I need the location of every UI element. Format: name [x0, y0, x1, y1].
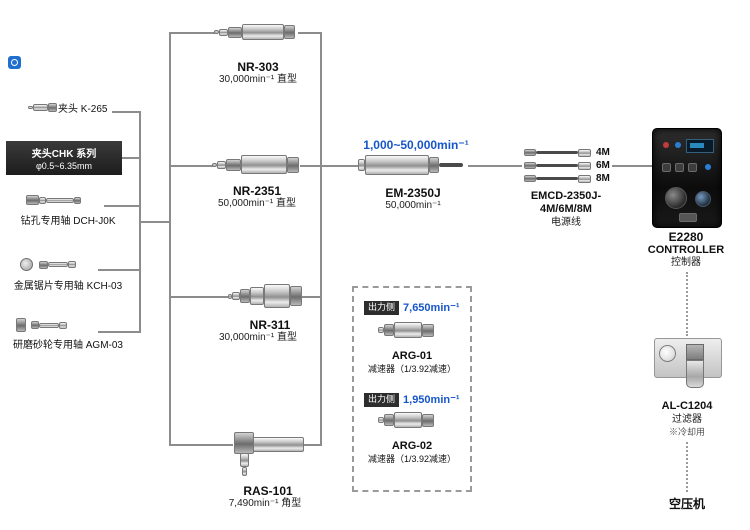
motor-model: EM-2350J: [385, 186, 441, 200]
dotted-connector: [686, 272, 688, 336]
filter-note: ※冷却用: [668, 427, 705, 437]
connector-line: [98, 269, 139, 271]
dotted-connector: [686, 442, 688, 492]
ras-101-spec: 7,490min⁻¹ 角型: [228, 498, 302, 509]
arg-01-desc: 减速器（1/3.92减速）: [367, 364, 457, 374]
nr-303-spec: 30,000min⁻¹ 直型: [218, 74, 298, 85]
cable-8m-image: 8M: [524, 173, 610, 184]
saw-shaft-kch-label: 金属锯片专用轴 KCH-03: [13, 281, 123, 292]
nr-311-image: [228, 284, 302, 308]
controller-model: E2280: [668, 230, 704, 244]
arg-02-image: [378, 412, 434, 428]
controller-led: [705, 164, 711, 170]
connector-line: [169, 32, 171, 446]
grinding-shaft-agm-image: [16, 318, 67, 332]
drill-shaft-dch-image: [26, 195, 81, 205]
nr-303-model: NR-303: [237, 60, 279, 74]
filter-label: 过滤器: [672, 414, 702, 425]
connector-line: [104, 205, 139, 207]
connector-line: [304, 444, 322, 446]
filter-model: AL-C1204: [661, 400, 713, 412]
al-c1204-image: [654, 338, 722, 396]
nr-2351-spec: 50,000min⁻¹ 直型: [217, 198, 297, 209]
connector-line: [169, 444, 233, 446]
controller-led: [675, 142, 681, 148]
connector-line: [298, 296, 322, 298]
chk-series-title: 夹头CHK 系列: [31, 149, 97, 160]
arg-01-output: 出力侧 7,650min⁻¹: [364, 301, 460, 315]
connector-line: [122, 157, 139, 159]
connector-line: [320, 32, 322, 446]
controller-name: CONTROLLER: [647, 244, 725, 256]
saw-blade-icon: [20, 258, 33, 271]
em-2350j-image: [358, 155, 463, 175]
cable-6m-label: 6M: [596, 160, 610, 171]
nr-311-model: NR-311: [249, 318, 291, 332]
nr-2351-model: NR-2351: [232, 184, 282, 198]
connector-line: [468, 165, 522, 167]
ras-101-model: RAS-101: [243, 484, 293, 498]
output-side-tag: 出力侧: [364, 393, 400, 407]
output-side-tag: 出力侧: [364, 301, 400, 315]
connector-line: [612, 165, 652, 167]
chk-series-range: φ0.5~6.35mm: [35, 161, 93, 171]
arg-01-output-speed: 7,650min⁻¹: [403, 302, 460, 315]
controller-switch: [679, 213, 697, 222]
zoom-icon: [8, 56, 21, 69]
cable-type-label: 电源线: [551, 217, 581, 228]
cable-4m-label: 4M: [596, 147, 610, 158]
connector-line: [112, 111, 139, 113]
controller-sub-label: 控制器: [671, 257, 701, 268]
filter-bowl: [686, 360, 704, 388]
cable-model-line1: EMCD-2350J-: [530, 190, 602, 202]
motor-spec: 50,000min⁻¹: [385, 200, 441, 211]
chk-series-banner: 夹头CHK 系列 φ0.5~6.35mm: [6, 141, 122, 175]
connector-line: [298, 32, 322, 34]
connector-line: [139, 221, 170, 223]
filter-head: [686, 344, 704, 360]
controller-display: [686, 139, 714, 153]
connector-line: [98, 331, 139, 333]
reducer-group-box: [352, 286, 472, 492]
filter-gauge: [659, 345, 676, 362]
arg-01-image: [378, 322, 434, 338]
nr-303-image: [214, 24, 295, 40]
controller-led: [663, 142, 669, 148]
controller-button: [662, 163, 671, 172]
arg-02-model: ARG-02: [391, 440, 433, 452]
arg-01-model: ARG-01: [391, 350, 433, 362]
arg-02-output: 出力侧 1,950min⁻¹: [364, 393, 460, 407]
cable-8m-label: 8M: [596, 173, 610, 184]
collet-k265-image: [28, 103, 57, 112]
controller-button: [688, 163, 697, 172]
connector-line: [169, 32, 215, 34]
cable-4m-image: 4M: [524, 147, 610, 158]
nr-2351-image: [212, 155, 299, 174]
motor-speed-range: 1,000~50,000min⁻¹: [363, 138, 469, 152]
ras-101-image: [232, 424, 306, 480]
grinding-shaft-agm-label: 研磨砂轮专用轴 AGM-03: [12, 340, 123, 351]
nr-311-spec: 30,000min⁻¹ 直型: [218, 332, 298, 343]
connector-line: [300, 165, 322, 167]
connector-line: [169, 165, 213, 167]
arg-02-output-speed: 1,950min⁻¹: [403, 394, 460, 407]
cable-model-line2: 4M/6M/8M: [540, 203, 592, 215]
drill-shaft-dch-label: 钻孔专用轴 DCH-J0K: [20, 216, 116, 227]
controller-button: [675, 163, 684, 172]
controller-knob: [665, 187, 687, 209]
cable-6m-image: 6M: [524, 160, 610, 171]
compressor-label: 空压机: [668, 497, 705, 511]
collet-k265-label: 夹头 K-265: [58, 104, 108, 115]
controller-image: [652, 128, 722, 228]
arg-02-desc: 减速器（1/3.92减速）: [367, 454, 457, 464]
controller-knob: [695, 191, 711, 207]
saw-shaft-kch-image: [20, 258, 76, 271]
connector-line: [320, 165, 358, 167]
connector-line: [169, 296, 229, 298]
